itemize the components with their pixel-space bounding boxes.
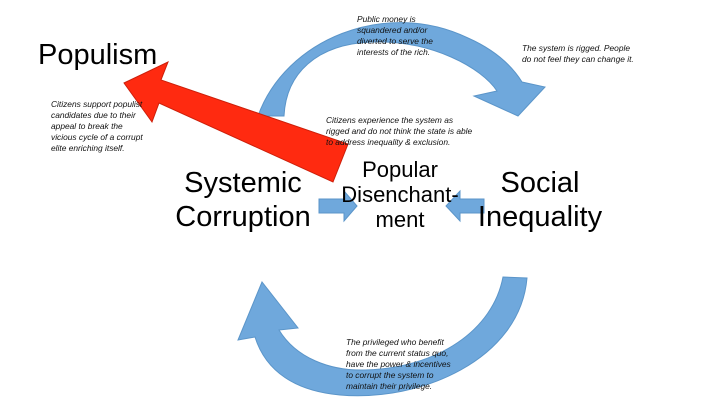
note-citizens-support: Citizens support populist candidates due… (51, 99, 143, 153)
note-system-rigged: The system is rigged. People do not feel… (522, 43, 634, 64)
populism-arrow (123, 61, 349, 183)
title-populism: Populism (38, 39, 158, 71)
note-citizens-experience: Citizens experience the system as rigged… (326, 115, 473, 147)
node-systemic-corruption: Systemic Corruption (175, 167, 311, 233)
node-popular-disenchantment: Popular Disenchant- ment (341, 157, 459, 232)
node-social-inequality: Social Inequality (477, 167, 603, 233)
cycle-arrow-bottom (237, 276, 528, 397)
note-public-money: Public money is squandered and/or divert… (357, 14, 433, 57)
cycle-arrow-top (257, 22, 546, 117)
arrow-corruption-to-disenchantment (318, 189, 358, 223)
note-privileged: The privileged who benefit from the curr… (346, 337, 451, 391)
arrow-inequality-to-disenchantment (445, 189, 485, 223)
